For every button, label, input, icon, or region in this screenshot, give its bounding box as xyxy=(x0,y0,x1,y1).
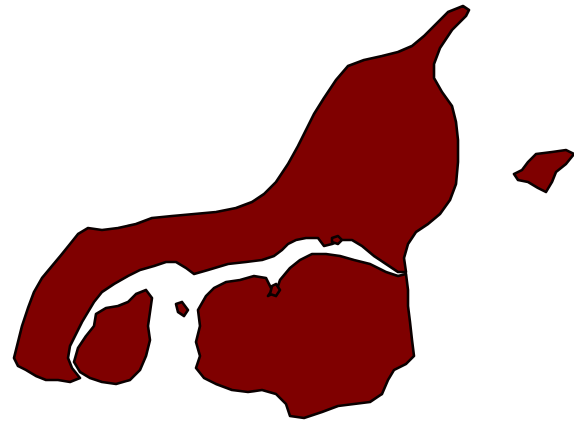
northern-jutland-mainland xyxy=(12,4,471,384)
mors-island xyxy=(72,288,154,386)
laeso-island xyxy=(512,148,574,194)
land-group xyxy=(12,4,574,420)
southern-himmerland xyxy=(194,252,416,420)
islet-west-2 xyxy=(268,282,282,298)
islet-west-1 xyxy=(174,300,190,318)
islet-north xyxy=(330,234,344,246)
